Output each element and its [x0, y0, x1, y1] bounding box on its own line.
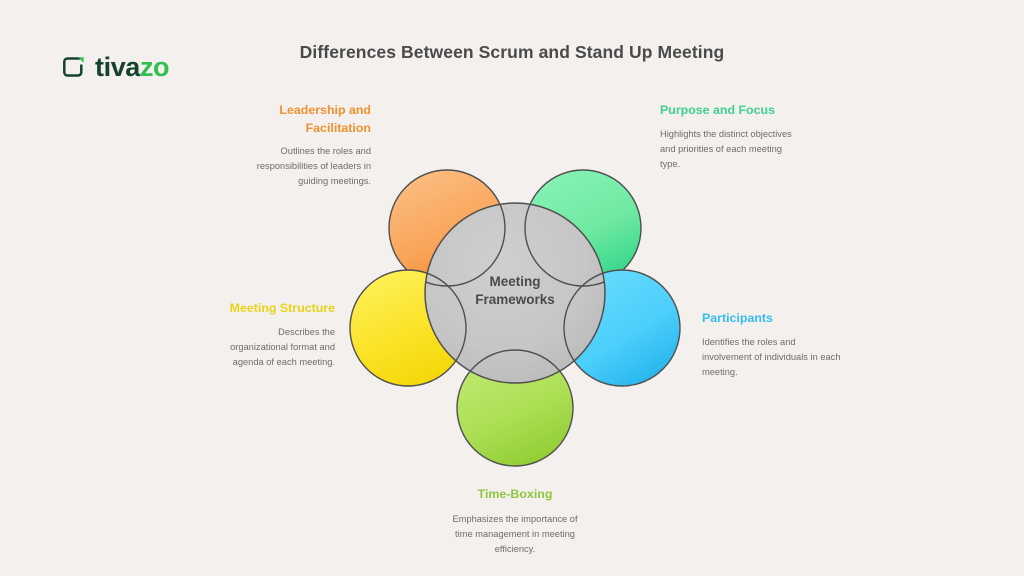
- callout-structure-body: Describes the organizational format and …: [230, 326, 335, 367]
- center-hub: [424, 202, 606, 384]
- callout-leadership-body: Outlines the roles and responsibilities …: [256, 146, 371, 187]
- callout-participants: Participants Identifies the roles and in…: [702, 310, 844, 380]
- tivazo-bracket-logo-icon: [58, 52, 88, 82]
- callout-purpose-title: Purpose and Focus: [660, 103, 775, 117]
- callout-structure-title: Meeting Structure: [229, 301, 335, 315]
- callout-structure: Meeting Structure Describes the organiza…: [228, 300, 335, 370]
- callout-leadership: Leadership and Facilitation Outlines the…: [238, 102, 371, 189]
- page-title: Differences Between Scrum and Stand Up M…: [299, 42, 725, 62]
- callout-timeboxing-body: Emphasizes the importance of time manage…: [452, 513, 578, 554]
- brand-wordmark-accent: zo: [139, 51, 170, 82]
- petal-venn-diagram: Meeting Frameworks: [330, 118, 700, 468]
- brand-wordmark-primary: tiva: [95, 51, 140, 82]
- center-label-line-2: Frameworks: [475, 292, 555, 307]
- callout-purpose-body: Highlights the distinct objectives and p…: [660, 128, 792, 169]
- callout-purpose: Purpose and Focus Highlights the distinc…: [660, 102, 802, 172]
- callout-participants-body: Identifies the roles and involvement of …: [702, 336, 841, 377]
- callout-timeboxing-title: Time-Boxing: [477, 487, 553, 501]
- brand-wordmark: tivazo: [95, 51, 170, 82]
- callout-timeboxing: Time-Boxing Emphasizes the importance of…: [444, 486, 586, 557]
- petal-outlines-overlay: [425, 203, 605, 383]
- center-label-line-1: Meeting: [489, 274, 540, 289]
- callout-participants-title: Participants: [702, 311, 773, 325]
- callout-leadership-title: Leadership and Facilitation: [279, 103, 371, 135]
- brand-logo[interactable]: tivazo: [58, 51, 170, 82]
